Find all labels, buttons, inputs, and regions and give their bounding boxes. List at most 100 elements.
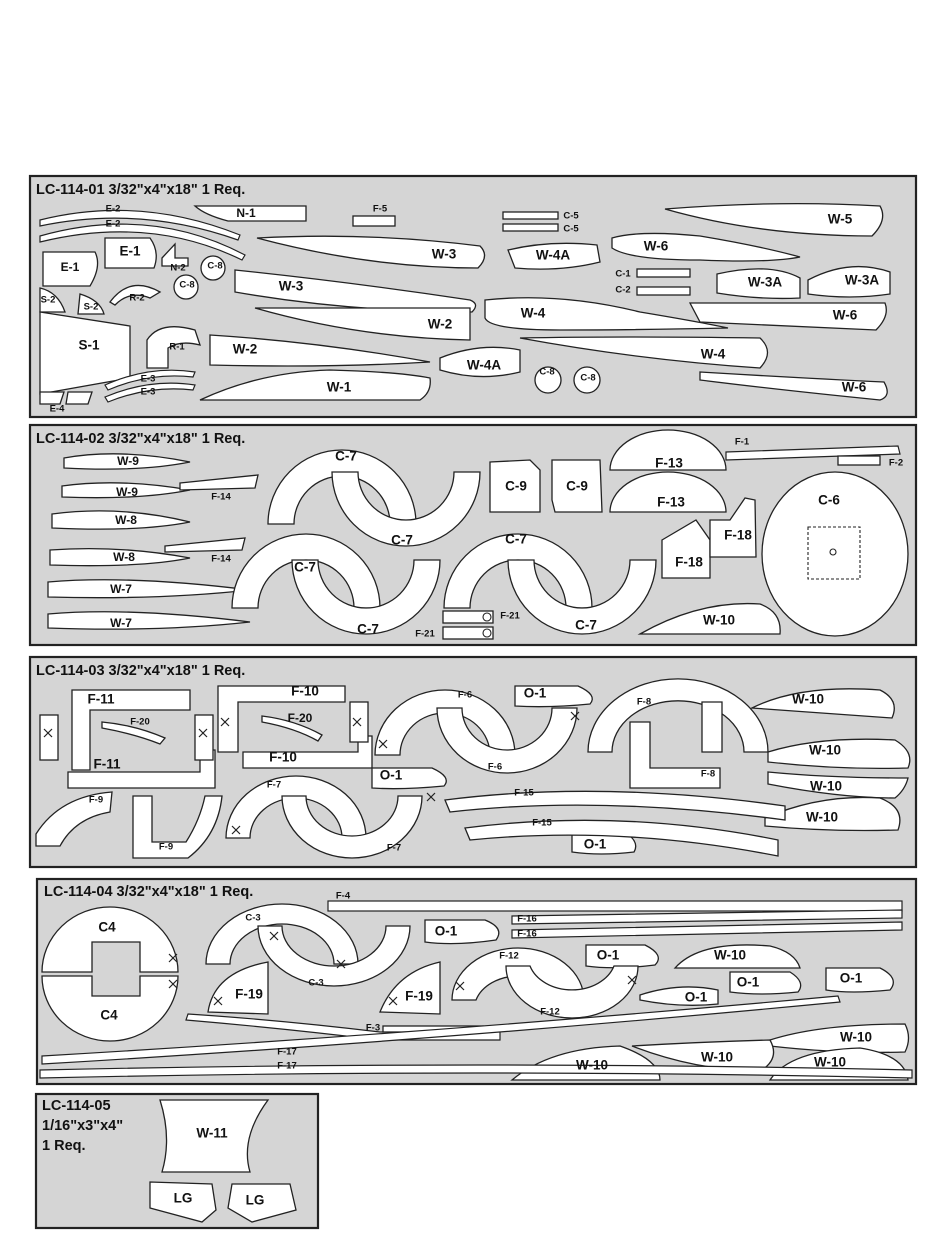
part-label: C-6 <box>818 493 840 508</box>
part-label: E-1 <box>61 260 80 274</box>
part-label: C-7 <box>357 622 379 637</box>
part-label: F-8 <box>701 769 715 780</box>
part-label: F-12 <box>540 1007 560 1018</box>
cutout-mark <box>198 728 208 738</box>
part-label: W-1 <box>327 380 352 395</box>
part-label: W-10 <box>703 613 735 628</box>
part-label: R-1 <box>169 342 185 353</box>
sheet-lc-114-03: LC-114-03 3/32"x4"x18" 1 Req. <box>28 655 918 869</box>
part-label: W-8 <box>113 550 135 564</box>
cutout-mark <box>231 825 241 835</box>
sheet-title: LC-114-01 3/32"x4"x18" 1 Req. <box>36 182 245 198</box>
part-label: W-6 <box>644 239 669 254</box>
cutout-mark <box>426 792 436 802</box>
part-label: W-10 <box>714 948 746 963</box>
part-label: E-3 <box>141 387 156 398</box>
sheet-title: LC-114-02 3/32"x4"x18" 1 Req. <box>36 431 245 447</box>
part-label: F-5 <box>373 204 388 215</box>
part-label: F-13 <box>655 456 683 471</box>
sheet-lc-114-05: LC-114-05 1/16"x3"x4" 1 Req. <box>34 1092 320 1230</box>
part-label: F-17 <box>277 1061 297 1072</box>
part-label: F-16 <box>517 929 537 940</box>
part-label: C-8 <box>580 373 595 384</box>
part-label: O-1 <box>840 971 863 986</box>
part-label: O-1 <box>435 924 458 939</box>
part-label: N-2 <box>170 263 185 274</box>
part-label: O-1 <box>597 948 620 963</box>
part-label: F-6 <box>458 690 472 701</box>
part-label: W-10 <box>701 1050 733 1065</box>
part-label: F-10 <box>291 684 319 699</box>
part-label: F-2 <box>889 458 903 469</box>
part-label: W-8 <box>115 513 137 527</box>
sheet-title-line-3: 1 Req. <box>42 1138 86 1154</box>
part-label: O-1 <box>584 837 607 852</box>
part-label: F-8 <box>637 697 651 708</box>
part-label: C-5 <box>563 211 579 222</box>
part-label: F-1 <box>735 437 750 448</box>
part-label: C-5 <box>563 224 579 235</box>
part-label: F-9 <box>159 842 173 853</box>
part-label: F-6 <box>488 762 502 773</box>
part-label: F-12 <box>499 951 519 962</box>
sheet-lc-114-02: LC-114-02 3/32"x4"x18" 1 Req. <box>28 423 918 647</box>
part-label: F-21 <box>500 611 520 622</box>
part-label: F-7 <box>267 780 281 791</box>
part-label: C-8 <box>539 367 554 378</box>
part-label: W-11 <box>196 1126 228 1141</box>
part-label: W-10 <box>840 1030 872 1045</box>
sheet-title: LC-114-03 3/32"x4"x18" 1 Req. <box>36 663 245 679</box>
part-label: O-1 <box>524 686 547 701</box>
part-label: LG <box>246 1193 265 1208</box>
part-label: W-3 <box>432 247 457 262</box>
sheet-lc-114-04: LC-114-04 3/32"x4"x18" 1 Req. <box>35 877 918 1086</box>
part-label: E-2 <box>106 204 121 215</box>
part-label: W-10 <box>806 810 838 825</box>
part-label: C-7 <box>294 560 316 575</box>
sheet-title: LC-114-04 3/32"x4"x18" 1 Req. <box>44 884 253 900</box>
cutout-mark <box>213 996 223 1006</box>
part-label: W-3A <box>845 273 879 288</box>
part-label: F-11 <box>87 692 115 707</box>
part-label: C-8 <box>207 261 222 272</box>
part-label: W-4 <box>701 347 726 362</box>
part-label: F-21 <box>415 629 435 640</box>
part-label: W-2 <box>428 317 452 332</box>
part-label: W-10 <box>792 692 824 707</box>
cutout-mark <box>352 717 362 727</box>
cutout-mark <box>388 996 398 1006</box>
part-label: S-2 <box>84 302 99 313</box>
part-label: C-9 <box>505 479 527 494</box>
part-label: F-18 <box>675 555 703 570</box>
part-label: C-9 <box>566 479 588 494</box>
part-label: C4 <box>98 920 116 935</box>
part-label: N-1 <box>236 206 256 220</box>
part-label: C-7 <box>575 618 597 633</box>
part-label: W-9 <box>116 485 138 499</box>
sheet-lc-114-01: LC-114-01 3/32"x4"x18" 1 Req. <box>28 174 918 419</box>
part-label: F-13 <box>657 495 685 510</box>
part-label: LG <box>174 1191 193 1206</box>
part-label: O-1 <box>737 975 760 990</box>
part-label: F-9 <box>89 795 103 806</box>
cutout-mark <box>378 739 388 749</box>
part-label: S-2 <box>41 295 56 306</box>
part-label: F-4 <box>336 891 351 902</box>
part-label: W-10 <box>576 1058 608 1073</box>
part-label: W-3 <box>279 279 304 294</box>
part-label: C-7 <box>505 532 527 547</box>
part-label: W-7 <box>110 616 132 630</box>
cutout-mark <box>455 981 465 991</box>
part-label: W-10 <box>809 743 841 758</box>
part-label: F-20 <box>130 717 150 728</box>
part-label: C-3 <box>308 978 323 989</box>
part-label: W-10 <box>814 1055 846 1070</box>
part-label: C-1 <box>615 269 631 280</box>
cutout-mark <box>168 979 178 989</box>
part-label: W-4 <box>521 306 546 321</box>
part-label: C-7 <box>391 533 413 548</box>
sheet-title-line-2: 1/16"x3"x4" <box>42 1118 123 1134</box>
part-label: F-15 <box>514 788 534 799</box>
